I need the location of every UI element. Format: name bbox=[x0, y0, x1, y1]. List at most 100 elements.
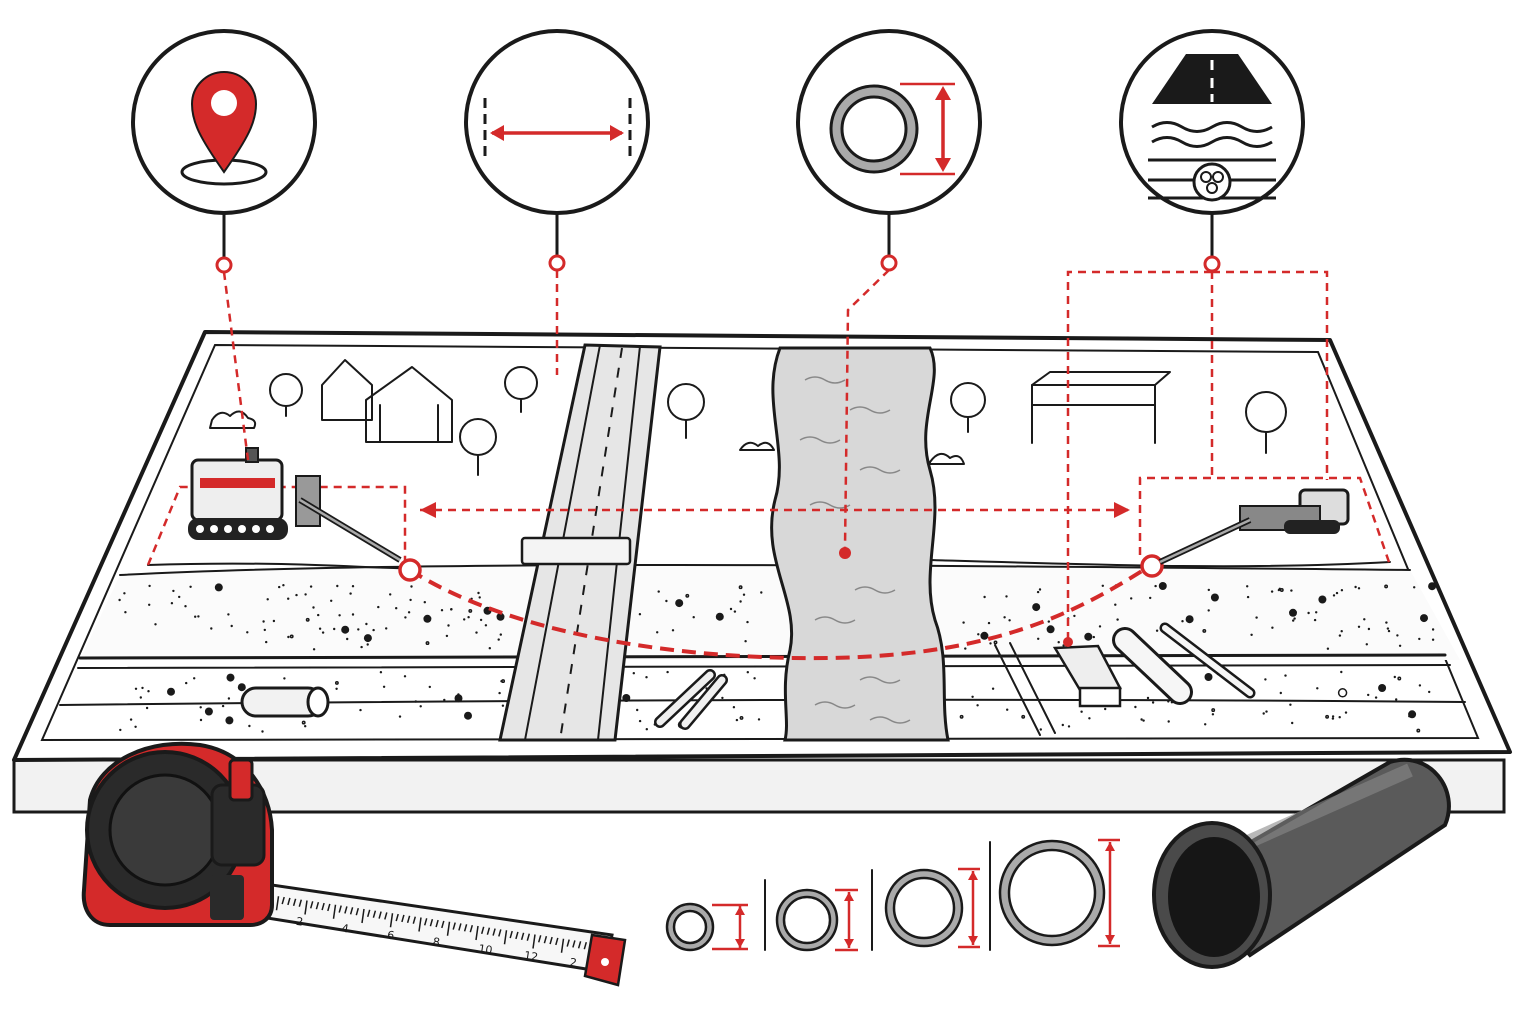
soil-dot bbox=[1208, 609, 1210, 611]
soil-dot bbox=[1284, 674, 1286, 676]
distance-callout[interactable] bbox=[466, 31, 648, 213]
soil-dot bbox=[124, 611, 126, 613]
soil-dot bbox=[248, 725, 250, 727]
exit-point-marker bbox=[1142, 556, 1162, 576]
soil-dot bbox=[330, 600, 332, 602]
soil-dot bbox=[658, 590, 660, 592]
soil-dot bbox=[1204, 723, 1206, 725]
soil-dot bbox=[1332, 715, 1334, 717]
soil-dot bbox=[479, 596, 481, 598]
soil-dot bbox=[1159, 582, 1167, 590]
soil-dot bbox=[971, 696, 973, 698]
soil-dot bbox=[365, 623, 367, 625]
soil-dot bbox=[1327, 648, 1329, 650]
soil-dot bbox=[1130, 597, 1132, 599]
soil-dot bbox=[1399, 645, 1401, 647]
pipe-section-small bbox=[242, 688, 328, 716]
soil-dot bbox=[333, 628, 335, 630]
soil-dot bbox=[1418, 638, 1420, 640]
soil-dot bbox=[352, 613, 354, 615]
soil-dot bbox=[346, 638, 348, 640]
soil-dot bbox=[1088, 717, 1090, 719]
soil-dot bbox=[1032, 603, 1040, 611]
soil-dot bbox=[359, 709, 361, 711]
tape-tick-label: 8 bbox=[432, 935, 441, 949]
soil-dot bbox=[977, 633, 979, 635]
soil-dot bbox=[389, 593, 391, 595]
soil-dot bbox=[1336, 592, 1338, 594]
soil-dot bbox=[380, 671, 382, 673]
soil-dot bbox=[500, 680, 502, 682]
soil-dot bbox=[1271, 590, 1273, 592]
soil-dot bbox=[1037, 638, 1039, 640]
soil-dot bbox=[341, 626, 349, 634]
soil-dot bbox=[408, 611, 410, 613]
soil-dot bbox=[489, 647, 491, 649]
soil-dot bbox=[622, 694, 630, 702]
soil-dot bbox=[146, 707, 148, 709]
soil-dot bbox=[1116, 618, 1118, 620]
entry-point-marker bbox=[400, 560, 420, 580]
soil-dot bbox=[1212, 713, 1214, 715]
soil-dot bbox=[1318, 596, 1326, 604]
soil-dot bbox=[1289, 609, 1297, 617]
soil-dot bbox=[1006, 709, 1008, 711]
road-barrier bbox=[522, 538, 630, 564]
soil-dot bbox=[205, 708, 213, 716]
soil-dot bbox=[1263, 712, 1265, 714]
soil-dot bbox=[184, 605, 186, 607]
soil-dot bbox=[267, 598, 269, 600]
soil-dot bbox=[118, 599, 120, 601]
crossings-callout[interactable] bbox=[1121, 31, 1303, 213]
tape-blade: 246810122 bbox=[230, 880, 625, 985]
soil-dot bbox=[1367, 694, 1369, 696]
soil-dot bbox=[1358, 626, 1360, 628]
soil-dot bbox=[1332, 717, 1334, 719]
tape-tick-label: 2 bbox=[295, 915, 304, 929]
soil-dot bbox=[273, 620, 275, 622]
soil-dot bbox=[304, 725, 306, 727]
soil-dot bbox=[1073, 615, 1075, 617]
soil-dot bbox=[1420, 614, 1428, 622]
soil-dot bbox=[1289, 704, 1291, 706]
soil-dot bbox=[1181, 620, 1183, 622]
soil-dot bbox=[498, 638, 500, 640]
soil-dot bbox=[1428, 582, 1436, 590]
soil-dot bbox=[304, 593, 306, 595]
soil-dot bbox=[194, 616, 196, 618]
soil-dot bbox=[1039, 588, 1041, 590]
soil-dot bbox=[210, 627, 212, 629]
soil-dot bbox=[385, 627, 387, 629]
soil-dot bbox=[646, 728, 648, 730]
soil-dot bbox=[1395, 698, 1397, 700]
diameter-callout[interactable] bbox=[798, 31, 980, 213]
soil-dot bbox=[1265, 710, 1267, 712]
soil-dot bbox=[238, 683, 246, 691]
soil-dot bbox=[349, 592, 351, 594]
soil-dot bbox=[463, 618, 465, 620]
soil-dot bbox=[172, 590, 174, 592]
tape-tick-label: 6 bbox=[386, 929, 395, 943]
soil-dot bbox=[1271, 627, 1273, 629]
soil-dot bbox=[283, 677, 285, 679]
soil-dot bbox=[475, 631, 477, 633]
soil-dot bbox=[185, 682, 187, 684]
soil-dot bbox=[1279, 588, 1281, 590]
pipe-size-legend bbox=[667, 840, 1120, 950]
soil-dot bbox=[1205, 673, 1213, 681]
soil-dot bbox=[222, 705, 224, 707]
location-callout[interactable] bbox=[133, 31, 315, 213]
soil-dot bbox=[1290, 589, 1292, 591]
soil-dot bbox=[1080, 711, 1082, 713]
soil-dot bbox=[189, 586, 191, 588]
soil-dot bbox=[1134, 706, 1136, 708]
soil-dot bbox=[1040, 728, 1042, 730]
soil-dot bbox=[1293, 617, 1295, 619]
soil-dot bbox=[404, 616, 406, 618]
tape-tick-label: 4 bbox=[341, 922, 350, 936]
soil-dot bbox=[746, 621, 748, 623]
soil-dot bbox=[1339, 634, 1341, 636]
river-crossing-marker bbox=[839, 547, 851, 559]
soil-dot bbox=[477, 592, 479, 594]
